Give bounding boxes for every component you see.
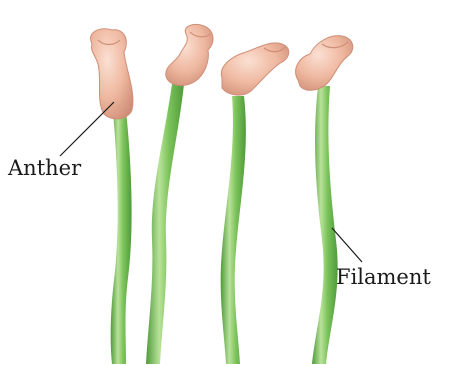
stamen-3 (221, 43, 289, 364)
stamen-4 (296, 36, 353, 364)
stamen-1 (91, 29, 133, 364)
filament-label: Filament (336, 267, 431, 288)
anther-leader-line (60, 102, 114, 156)
filament-4 (312, 86, 338, 364)
filament-1 (111, 110, 132, 364)
anther-2 (166, 24, 213, 85)
anther-1 (91, 29, 133, 119)
anther-label: Anther (8, 158, 81, 179)
stamen-2 (146, 24, 213, 364)
anther-4 (296, 36, 353, 91)
filament-3 (221, 96, 246, 364)
filament-2 (146, 84, 184, 364)
